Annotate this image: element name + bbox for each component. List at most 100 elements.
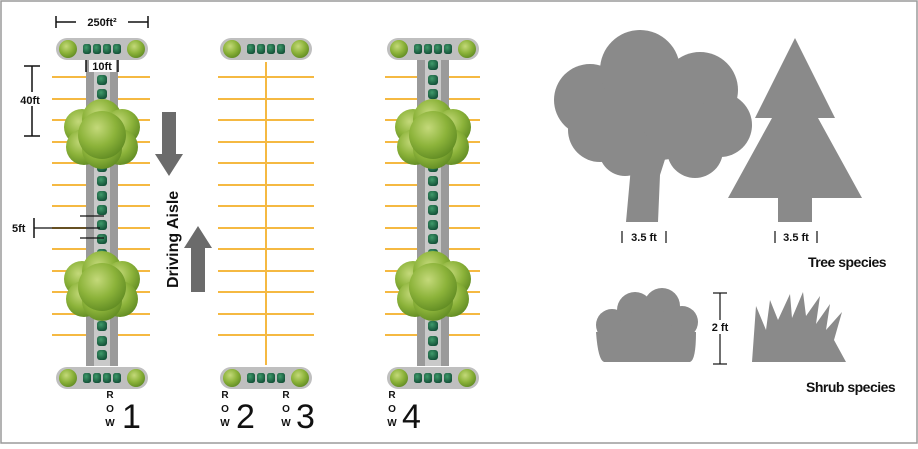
shrub-dot <box>97 321 107 331</box>
end-cap-island <box>387 367 479 389</box>
shrub-dot <box>97 336 107 346</box>
median-strip <box>395 60 471 366</box>
shrub-height-dimension: 2 ft <box>708 292 732 365</box>
shrub-dot <box>434 44 442 54</box>
shrub-dot <box>424 373 432 383</box>
row-label-4: R O W 4 <box>387 390 421 436</box>
shrub-dot <box>444 44 452 54</box>
shrub-dot <box>103 373 111 383</box>
shrub-dot <box>93 373 101 383</box>
shrub-dot <box>414 373 422 383</box>
tree-trunk-dimension-1: 3.5 ft <box>621 231 667 244</box>
shrub-dot <box>428 234 438 244</box>
shrub-dot <box>97 234 107 244</box>
shrub-dot <box>257 44 265 54</box>
shrub-dot <box>434 373 442 383</box>
shrub-species-label: Shrub species <box>806 379 896 395</box>
shrub-dot <box>93 44 101 54</box>
width-label: 250ft² <box>87 17 117 29</box>
shrub-dot <box>428 220 438 230</box>
shrub-dot <box>113 44 121 54</box>
shrub-dot <box>103 44 111 54</box>
svg-text:4: 4 <box>402 398 421 436</box>
stall-gap-label: 5ft <box>12 223 26 235</box>
shrub-dot <box>424 44 432 54</box>
rounded-shrub-icon <box>596 288 698 362</box>
driving-aisle-label: Driving Aisle <box>165 191 182 288</box>
shrub-dot <box>428 350 438 360</box>
width-dimension: 250ft² <box>55 14 149 29</box>
down-arrow-icon <box>155 112 183 176</box>
tree-canopy <box>395 99 471 169</box>
conifer-tree-icon <box>728 38 862 222</box>
shrub-dot <box>277 44 285 54</box>
svg-text:W: W <box>281 418 291 429</box>
svg-text:W: W <box>220 418 230 429</box>
stall-depth-dimension: 40ft <box>16 65 46 137</box>
shrub-dot <box>428 321 438 331</box>
end-cap-island <box>220 367 312 389</box>
shrub-dot <box>247 44 255 54</box>
shrub-dot <box>428 60 438 70</box>
svg-text:O: O <box>221 404 229 415</box>
tree-species-label: Tree species <box>808 254 887 270</box>
island-width-dimension: 10ft <box>85 60 119 73</box>
shrub-dot <box>97 205 107 215</box>
tree-canopy <box>64 99 140 169</box>
shrub-dot <box>267 44 275 54</box>
svg-text:O: O <box>282 404 290 415</box>
svg-text:2 ft: 2 ft <box>712 322 729 334</box>
shrub-dot <box>97 89 107 99</box>
row-label-3: R O W 3 <box>281 390 315 436</box>
tree-trunk-dimension-2: 3.5 ft <box>774 231 818 244</box>
shrub-dot <box>428 75 438 85</box>
row-label-1: R O W 1 <box>105 390 141 436</box>
svg-text:3: 3 <box>296 398 315 436</box>
shrub-dot <box>97 176 107 186</box>
stall-gap-dimension: 5ft <box>12 215 104 239</box>
shrub-dot <box>428 205 438 215</box>
svg-text:W: W <box>105 418 115 429</box>
island-width-label: 10ft <box>92 61 112 73</box>
svg-text:1: 1 <box>122 398 141 436</box>
shrub-dot <box>83 373 91 383</box>
svg-text:W: W <box>387 418 397 429</box>
shrub-dot <box>83 44 91 54</box>
shrub-dot <box>428 89 438 99</box>
end-cap-island <box>220 38 312 60</box>
shrub-dot <box>247 373 255 383</box>
shrub-dot <box>257 373 265 383</box>
shrub-dot <box>97 191 107 201</box>
tree-canopy <box>395 251 471 321</box>
tree-canopy <box>64 251 140 321</box>
planting-islands <box>56 38 479 389</box>
stall-depth-label: 40ft <box>20 95 40 107</box>
svg-text:3.5 ft: 3.5 ft <box>631 232 657 244</box>
end-cap-island <box>56 367 148 389</box>
shrub-dot <box>267 373 275 383</box>
grass-icon <box>752 292 846 362</box>
shrub-dot <box>414 44 422 54</box>
row-label-2: R O W 2 <box>220 390 255 436</box>
shrub-dot <box>97 75 107 85</box>
svg-text:R: R <box>282 390 290 401</box>
shrub-dot <box>428 191 438 201</box>
svg-text:O: O <box>388 404 396 415</box>
shrub-dot <box>277 373 285 383</box>
svg-text:R: R <box>221 390 229 401</box>
shrub-dot <box>428 336 438 346</box>
svg-text:2: 2 <box>236 398 255 436</box>
shrub-dot <box>428 176 438 186</box>
svg-text:O: O <box>106 404 114 415</box>
end-cap-island <box>56 38 148 60</box>
shrub-dot <box>97 350 107 360</box>
shrub-dot <box>113 373 121 383</box>
svg-text:3.5 ft: 3.5 ft <box>783 232 809 244</box>
end-cap-island <box>387 38 479 60</box>
up-arrow-icon <box>184 226 212 292</box>
svg-text:R: R <box>388 390 396 401</box>
shrub-dot <box>444 373 452 383</box>
deciduous-tree-icon <box>554 30 752 222</box>
